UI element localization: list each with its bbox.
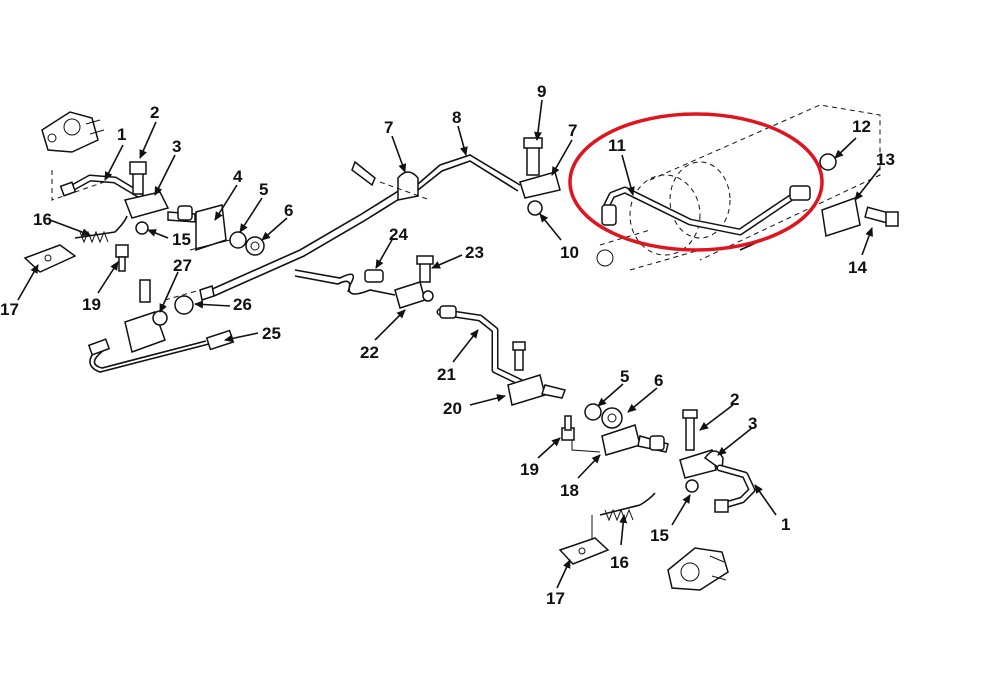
brake-line-24-21 xyxy=(294,269,396,296)
callout-15-upper: 15 xyxy=(172,230,191,249)
brake-hose-1-lower xyxy=(714,464,756,513)
callout-18: 18 xyxy=(560,481,579,500)
highlight-ellipse xyxy=(568,112,824,252)
callout-2-upper: 2 xyxy=(150,103,159,122)
callout-12: 12 xyxy=(852,117,871,136)
callout-4: 4 xyxy=(233,167,243,186)
callout-2-lower: 2 xyxy=(730,390,739,409)
callout-7-right: 7 xyxy=(568,121,577,140)
bracket-20 xyxy=(507,341,566,406)
nut-5-lower xyxy=(584,403,602,421)
callout-21: 21 xyxy=(437,365,456,384)
plate-17-upper xyxy=(23,244,77,273)
callout-6-upper: 6 xyxy=(284,201,293,220)
bolt-19-lower xyxy=(561,415,575,441)
callout-19-upper: 19 xyxy=(82,295,101,314)
brake-hose-21 xyxy=(436,305,524,386)
bracket-3-lower xyxy=(679,409,724,493)
brake-hose-1-upper xyxy=(59,174,144,199)
callout-leaders xyxy=(17,99,881,589)
bracket-27 xyxy=(124,279,201,353)
wheel-cylinder-left xyxy=(41,111,111,201)
bracket-3-upper xyxy=(123,161,170,235)
callout-17-lower: 17 xyxy=(546,589,565,608)
nut-6-upper xyxy=(245,236,265,256)
callout-16-lower: 16 xyxy=(610,553,629,572)
callout-3-lower: 3 xyxy=(748,414,757,433)
callout-15-lower: 15 xyxy=(650,526,669,545)
callout-17-upper: 17 xyxy=(0,300,19,319)
long-brake-line-left xyxy=(199,189,405,301)
bracket-4 xyxy=(189,204,231,252)
callout-6-lower: 6 xyxy=(654,371,663,390)
callout-19-lower: 19 xyxy=(520,460,539,479)
fitting-lower xyxy=(637,435,669,453)
callout-27: 27 xyxy=(173,256,192,275)
callout-22: 22 xyxy=(360,343,379,362)
callout-16-upper: 16 xyxy=(33,210,52,229)
bolt-19-upper xyxy=(115,244,129,272)
callout-25: 25 xyxy=(262,324,281,343)
callout-3-upper: 3 xyxy=(172,137,181,156)
nut-6-lower xyxy=(601,407,623,429)
callout-1-upper: 1 xyxy=(117,125,126,144)
bracket-18 xyxy=(571,424,641,456)
callout-labels: 1 2 3 4 5 6 7 8 9 7 10 11 12 13 14 15 16… xyxy=(0,82,895,608)
callout-5-lower: 5 xyxy=(620,367,629,386)
axle-housing xyxy=(596,104,881,271)
callout-24: 24 xyxy=(389,225,408,244)
wheel-cylinder-right xyxy=(667,547,729,591)
spring-16-upper xyxy=(74,215,128,244)
callout-26: 26 xyxy=(233,295,252,314)
callout-23: 23 xyxy=(465,243,484,262)
brake-line-8 xyxy=(417,154,521,192)
callout-8: 8 xyxy=(452,108,461,127)
callout-11: 11 xyxy=(608,136,626,155)
fitting-upper-left xyxy=(167,205,196,223)
nut-5-upper xyxy=(229,231,247,249)
plate-17-lower xyxy=(558,537,610,565)
callout-7-left: 7 xyxy=(384,118,393,137)
callout-13: 13 xyxy=(876,150,895,169)
callout-10: 10 xyxy=(560,243,579,262)
callout-5-upper: 5 xyxy=(259,180,268,199)
bracket-7-left xyxy=(351,160,431,201)
callout-14: 14 xyxy=(848,258,867,277)
callout-9: 9 xyxy=(537,82,546,101)
junction-block-22 xyxy=(394,255,434,309)
tee-fitting-13 xyxy=(819,153,899,237)
bracket-7-right xyxy=(519,137,561,216)
callout-20: 20 xyxy=(443,399,462,418)
callout-1-lower: 1 xyxy=(781,515,790,534)
